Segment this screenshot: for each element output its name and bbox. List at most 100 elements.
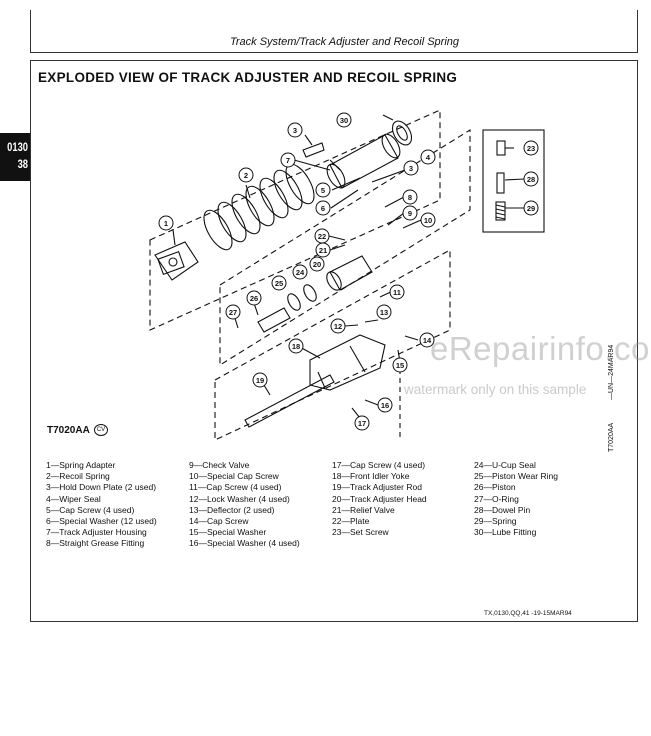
header-frame (30, 10, 638, 53)
callout-29: 29 (523, 200, 539, 216)
callout-12: 12 (330, 318, 346, 334)
page-header-title: Track System/Track Adjuster and Recoil S… (229, 36, 459, 48)
legend-item: 9—Check Valve (189, 460, 250, 470)
svg-text:21: 21 (319, 246, 327, 255)
middle-dashed-frame (219, 129, 471, 366)
u-cup-seal-shape (303, 284, 317, 302)
svg-text:2: 2 (244, 171, 248, 180)
callout-3b: 3 (403, 160, 419, 176)
legend-item: 2—Recoil Spring (46, 471, 110, 482)
callout-15: 15 (392, 357, 408, 373)
callout-27: 27 (225, 304, 241, 320)
svg-text:17: 17 (358, 419, 366, 428)
legend-item: 10—Special Cap Screw (189, 471, 279, 482)
section-tab-line1: 0130 (7, 140, 28, 154)
callout-2: 2 (238, 167, 254, 183)
adjuster-rod-shape (244, 374, 335, 428)
callout-8: 8 (402, 189, 418, 205)
watermark-sub: watermark only on this sample (404, 382, 587, 397)
legend-item: 26—Piston (474, 482, 516, 493)
callout-23: 23 (523, 140, 539, 156)
callout-21: 21 (315, 242, 331, 258)
svg-text:26: 26 (250, 294, 258, 303)
svg-text:3: 3 (293, 126, 297, 135)
svg-text:19: 19 (256, 376, 264, 385)
svg-text:8: 8 (408, 193, 412, 202)
callout-30: 30 (336, 112, 352, 128)
legend-column-4: 24—U-Cup Seal 25—Piston Wear Ring 26—Pis… (474, 460, 558, 538)
svg-text:4: 4 (426, 153, 431, 162)
legend-item: 24—U-Cup Seal (474, 460, 536, 470)
legend-item: 5—Cap Screw (4 used) (46, 504, 135, 515)
callout-5: 5 (315, 182, 331, 198)
callout-7: 7 (280, 152, 296, 168)
legend-column-1: 1—Spring Adapter 2—Recoil Spring 3—Hold … (46, 460, 157, 550)
callout-18: 18 (288, 338, 304, 354)
callout-25: 25 (271, 275, 287, 291)
legend-item: 23—Set Screw (332, 527, 389, 538)
svg-text:28: 28 (527, 175, 535, 184)
svg-text:7: 7 (286, 156, 290, 165)
callout-17: 17 (354, 415, 370, 431)
legend-item: 29—Spring (474, 516, 517, 527)
wear-ring-shape (287, 293, 301, 311)
legend-item: 21—Relief Valve (332, 504, 395, 515)
adjuster-head-shape (326, 255, 373, 291)
svg-text:18: 18 (292, 342, 300, 351)
callout-13: 13 (376, 304, 392, 320)
callout-9: 9 (402, 205, 418, 221)
hold-down-plate-shape (302, 142, 325, 158)
svg-text:1: 1 (164, 219, 168, 228)
legend-item: 6—Special Washer (12 used) (46, 516, 157, 527)
legend-item: 28—Dowel Pin (474, 504, 531, 515)
legend-item: 12—Lock Washer (4 used) (189, 493, 290, 504)
content-frame (30, 60, 638, 622)
upper-dashed-frame (149, 109, 441, 331)
svg-text:23: 23 (527, 144, 535, 153)
svg-text:9: 9 (408, 209, 412, 218)
section-tab-line2: 38 (17, 157, 28, 171)
svg-text:3: 3 (409, 164, 413, 173)
lower-dashed-frame (214, 249, 451, 441)
legend-item: 4—Wiper Seal (46, 493, 101, 504)
idler-yoke-shape (309, 334, 386, 391)
legend-item: 27—O-Ring (474, 493, 519, 504)
callout-28: 28 (523, 171, 539, 187)
footer-code: TX,0130,QQ,41 -19-15MAR94 (484, 610, 572, 617)
recoil-spring-shape (203, 163, 315, 251)
svg-text:16: 16 (381, 401, 389, 410)
legend-item: 11—Cap Screw (4 used) (189, 482, 282, 493)
section-tab: 0130 38 (0, 133, 30, 181)
callout-24: 24 (292, 264, 308, 280)
figure-side-code: T7020AA (608, 422, 615, 452)
callout-10: 10 (420, 212, 436, 228)
svg-text:24: 24 (296, 268, 305, 277)
callout-4: 4 (420, 149, 436, 165)
legend-item: 22—Plate (332, 516, 370, 527)
legend-item: 20—Track Adjuster Head (332, 493, 427, 504)
legend-item: 8—Straight Grease Fitting (46, 538, 145, 549)
svg-text:20: 20 (313, 260, 321, 269)
svg-text:15: 15 (396, 361, 404, 370)
legend-item: 14—Cap Screw (189, 516, 249, 527)
section-title: EXPLODED VIEW OF TRACK ADJUSTER AND RECO… (38, 70, 458, 85)
dowel-pin-shape (496, 172, 505, 194)
legend-item: 19—Track Adjuster Rod (332, 482, 422, 493)
legend-column-3: 17—Cap Screw (4 used) 18—Front Idler Yok… (332, 460, 427, 538)
legend-item: 30—Lube Fitting (474, 527, 537, 538)
svg-text:13: 13 (380, 308, 388, 317)
callout-22: 22 (314, 228, 330, 244)
callout-14: 14 (419, 332, 435, 348)
wiper-seal-shape (391, 120, 413, 146)
figure-badge: CV (94, 424, 108, 436)
legend-item: 17—Cap Screw (4 used) (332, 460, 426, 470)
svg-text:29: 29 (527, 204, 535, 213)
legend-item: 18—Front Idler Yoke (332, 471, 410, 482)
svg-text:5: 5 (321, 186, 325, 195)
svg-text:22: 22 (318, 232, 326, 241)
piston-shape (257, 307, 291, 333)
legend-item: 25—Piston Wear Ring (474, 471, 558, 482)
callout-11: 11 (389, 284, 405, 300)
